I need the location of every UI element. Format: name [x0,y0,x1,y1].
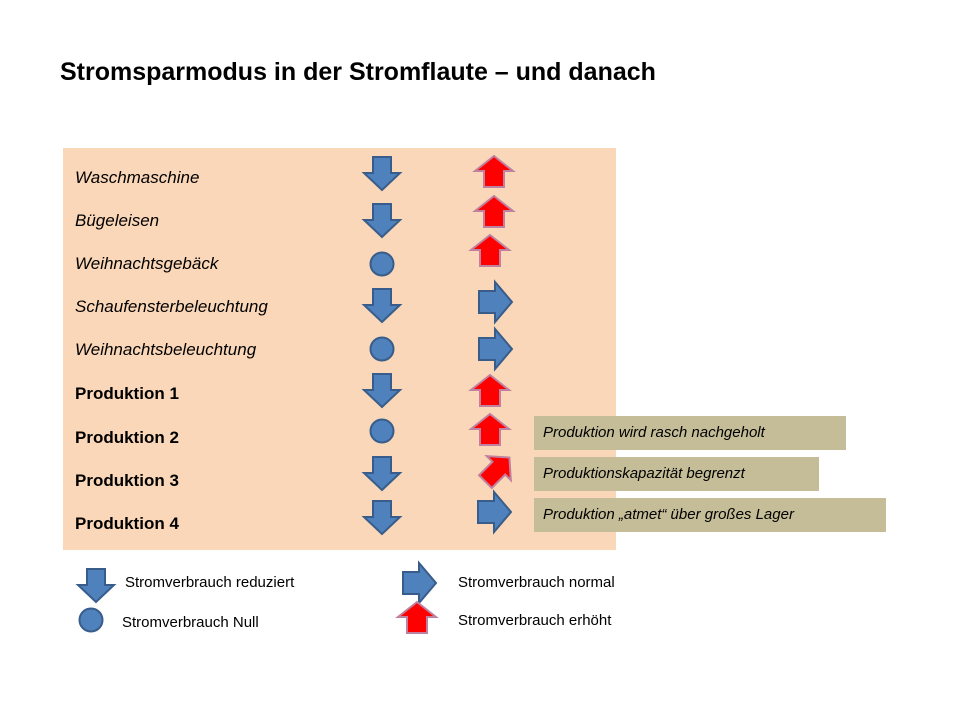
note-kapazitaet-begrenzt: Produktionskapazität begrenzt [534,457,819,491]
down-arrow-icon [361,456,403,492]
row-label-produktion-1: Produktion 1 [75,384,179,403]
up-arrow-icon [468,233,512,267]
circle-icon [369,418,395,444]
up-right-arrow-icon [477,454,513,490]
note-produktion-nachgeholt: Produktion wird rasch nachgeholt [534,416,846,450]
row-label-waschmaschine: Waschmaschine [75,168,200,187]
row-label-produktion-4: Produktion 4 [75,514,179,533]
row-label-schaufensterbeleuchtung: Schaufensterbeleuchtung [75,297,268,316]
row-label-buegeleisen: Bügeleisen [75,211,160,230]
up-arrow-icon [472,154,516,188]
legend-up-arrow-icon [395,600,439,634]
row-label-weihnachtsbeleuchtung: Weihnachtsbeleuchtung [75,340,257,359]
right-arrow-icon [478,279,514,325]
legend-reduced-label: Stromverbrauch reduziert [125,574,295,591]
up-arrow-icon [468,412,512,446]
legend-right-arrow-icon [402,560,438,606]
items-panel [63,148,616,550]
up-arrow-icon [472,194,516,228]
note-grosses-lager: Produktion „atmet“ über großes Lager [534,498,886,532]
down-arrow-icon [361,203,403,239]
row-label-produktion-2: Produktion 2 [75,428,179,447]
legend-down-arrow-icon [75,568,117,604]
legend-zero-label: Stromverbrauch Null [122,614,259,631]
right-arrow-icon [477,489,513,535]
up-arrow-icon [468,373,512,407]
legend-increased-label: Stromverbrauch erhöht [458,612,612,629]
legend-circle-icon [78,607,104,633]
down-arrow-icon [361,156,403,192]
right-arrow-icon [478,326,514,372]
circle-icon [369,251,395,277]
page-title: Stromsparmodus in der Stromflaute – und … [60,58,656,86]
down-arrow-icon [361,500,403,536]
row-label-produktion-3: Produktion 3 [75,471,179,490]
legend-normal-label: Stromverbrauch normal [458,574,615,591]
down-arrow-icon [361,288,403,324]
row-label-weihnachtsgebaeck: Weihnachtsgebäck [75,254,219,273]
down-arrow-icon [361,373,403,409]
circle-icon [369,336,395,362]
